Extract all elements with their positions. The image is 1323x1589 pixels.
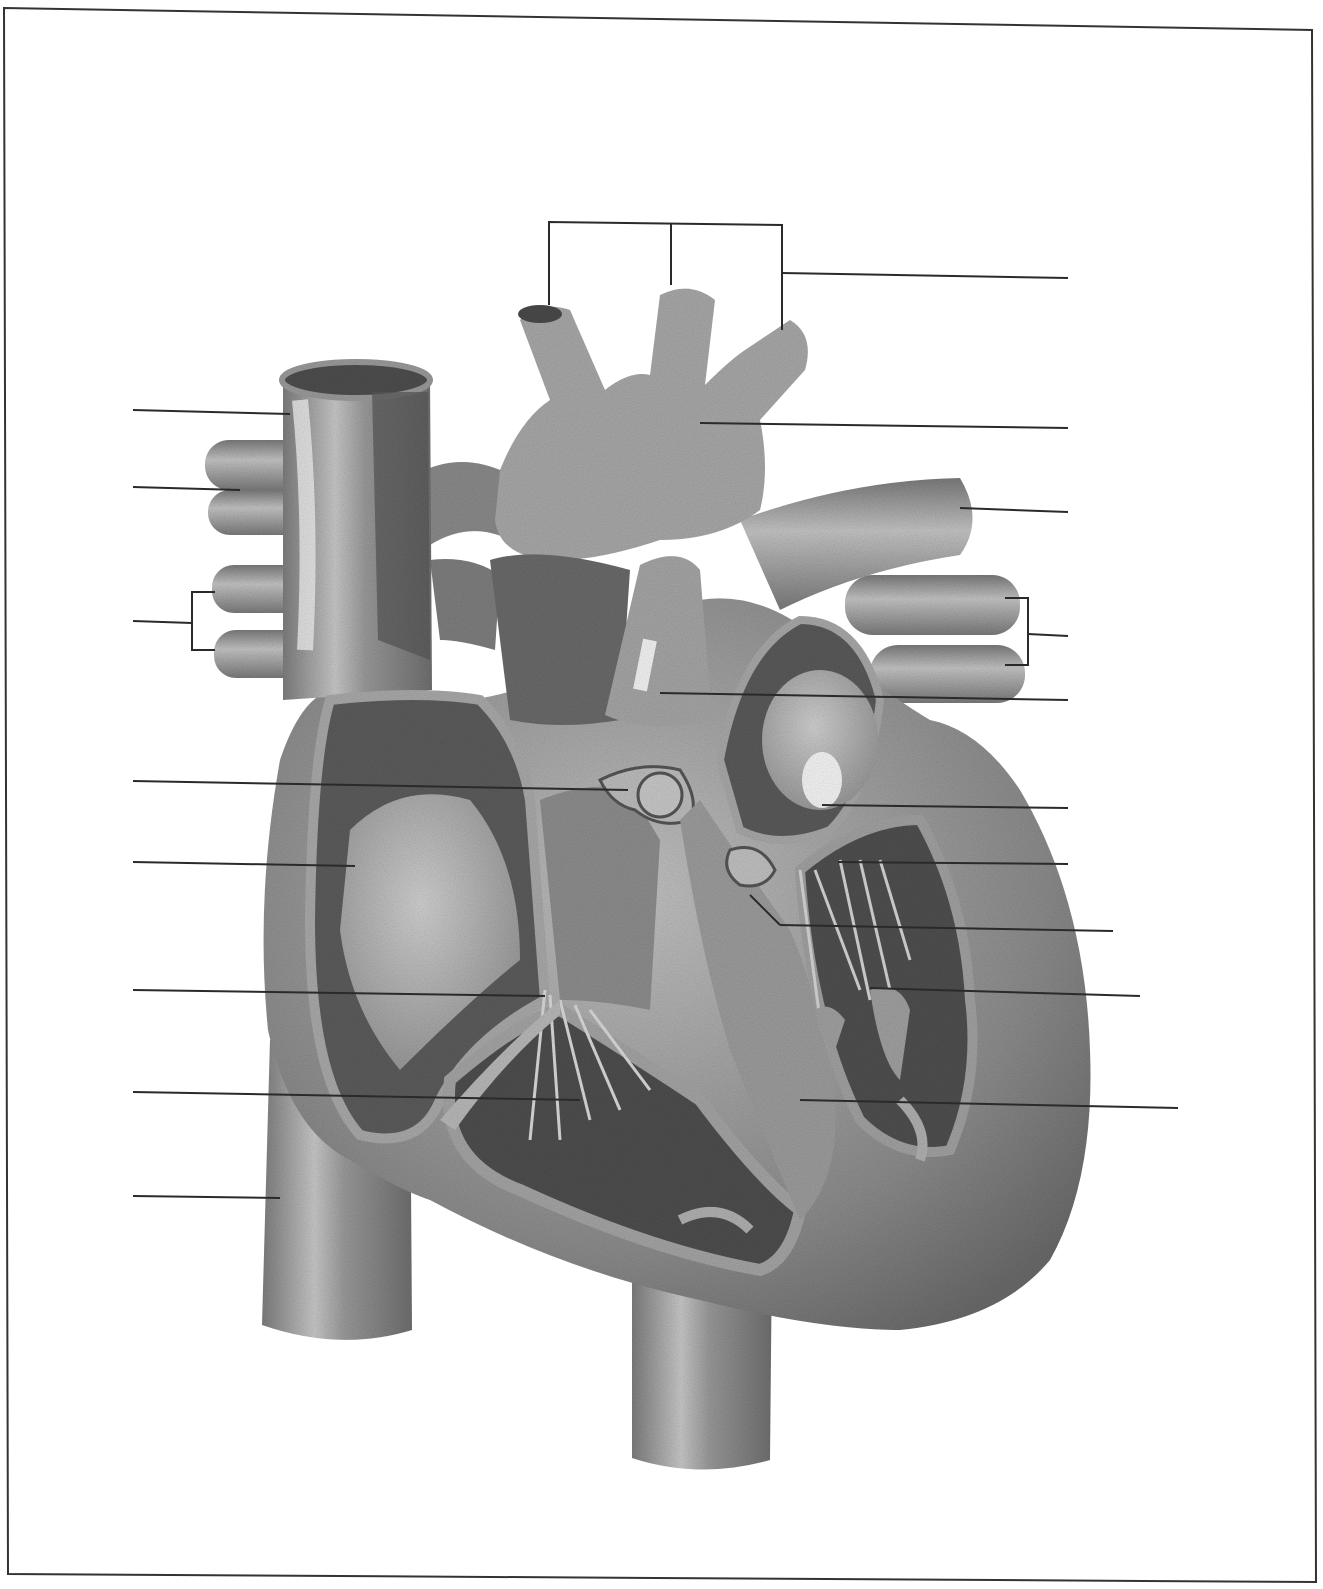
leader-L3 bbox=[133, 592, 215, 650]
leader-R3 bbox=[960, 508, 1068, 512]
brachiocephalic-artery-opening bbox=[518, 305, 562, 323]
heart-illustration bbox=[205, 289, 1091, 1470]
leader-L1 bbox=[133, 410, 290, 414]
leader-L8 bbox=[133, 1196, 280, 1198]
leader-R1 bbox=[549, 222, 1068, 330]
